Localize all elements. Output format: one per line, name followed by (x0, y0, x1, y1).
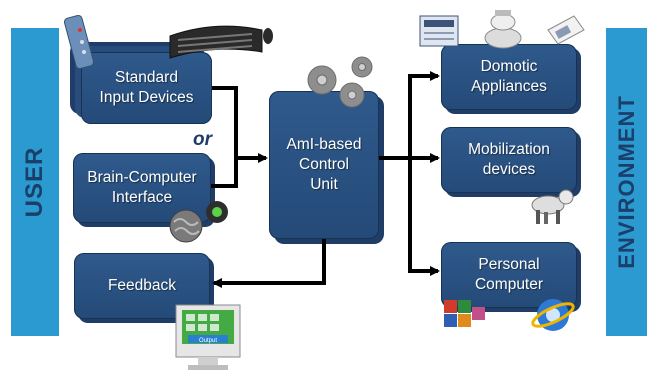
gears-icon (307, 56, 373, 108)
monitor-icon: Output (175, 304, 241, 370)
or-label: or (193, 129, 212, 150)
office-apps-icon (444, 300, 485, 327)
telephone-icon (547, 15, 585, 45)
keyboard-icon (169, 25, 263, 59)
environment-sidebar: ENVIRONMENT (606, 28, 647, 336)
robot-dog-icon (531, 189, 574, 224)
arrow-to-computer (408, 158, 440, 276)
bci-label: Brain-Computer Interface (87, 169, 197, 206)
control-unit-box: AmI-based Control Unit (269, 91, 379, 239)
arrow-control-to-feedback (212, 239, 326, 288)
standard-input-box: Standard Input Devices (81, 52, 212, 124)
standard-input-label: Standard Input Devices (99, 69, 194, 106)
mobilization-box: Mobilization devices (441, 127, 577, 193)
arrow-bci-to-control (211, 158, 238, 188)
mouse-icon (263, 28, 273, 44)
internet-explorer-icon (531, 299, 575, 331)
mobilization-label: Mobilization devices (468, 141, 550, 178)
bci-box: Brain-Computer Interface (73, 153, 211, 223)
control-panel-icon (419, 15, 459, 47)
control-unit-label: AmI-based Control Unit (286, 136, 362, 193)
user-sidebar: USER (11, 28, 59, 336)
remote-control-icon (63, 14, 95, 70)
brain-eeg-icon (169, 201, 228, 243)
computer-label: Personal Computer (474, 256, 544, 293)
monitor-output-text: Output (199, 338, 217, 344)
domotic-box: Domotic Appliances (441, 44, 577, 110)
computer-box: Personal Computer (441, 242, 577, 308)
arrow-standard-input-to-control (212, 86, 268, 163)
domotic-label: Domotic Appliances (471, 58, 547, 95)
robot-cleaner-icon (484, 10, 522, 49)
arrow-to-domotic (408, 71, 440, 158)
feedback-label: Feedback (107, 277, 177, 294)
